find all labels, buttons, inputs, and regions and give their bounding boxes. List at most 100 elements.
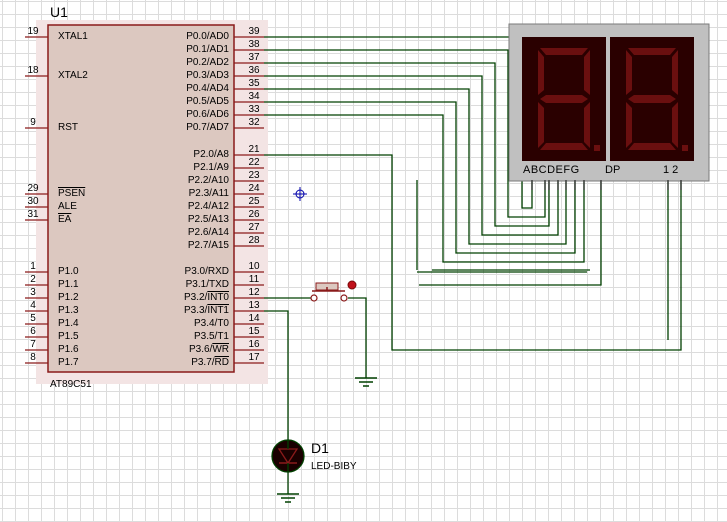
right-pin-name: P3.6/WR [188,344,229,355]
right-pin-number: 17 [248,352,260,363]
seg-e [626,102,632,148]
left-pin-name: PSEN [58,188,86,199]
led-ref-label: D1 [311,440,329,456]
right-pin-name: P2.1/A9 [193,162,229,173]
right-pin-number: 24 [248,183,260,194]
ground-symbol-button [355,377,377,387]
digit-2-segments [626,48,688,151]
right-pin-name: P2.3/A11 [188,188,229,199]
right-pin-number: 27 [248,222,260,233]
seg-b [584,50,590,95]
seg-c [672,102,678,148]
right-pin-name: P2.0/A8 [193,149,229,160]
right-pin-number: 28 [248,235,260,246]
display-pin-stubs [531,180,682,190]
right-pin-stubs [234,36,264,364]
segment-pin-labels: ABCDEFG [523,164,580,176]
right-pin-number: 35 [248,78,260,89]
left-pin-number: 29 [27,183,39,194]
seg-dp [682,145,688,151]
left-pin-number: 4 [30,300,36,311]
left-pin-number: 18 [27,65,39,76]
left-pin-name: P1.1 [58,279,79,290]
left-pin-number: 9 [30,117,36,128]
right-pin-name: P0.3/AD3 [186,70,229,81]
left-pin-number: 7 [30,339,36,350]
led-part-label: LED-BIBY [311,461,357,472]
left-pin-name: P1.6 [58,344,79,355]
right-pin-number: 13 [248,300,260,311]
seg-dp [594,145,600,151]
right-pin-number: 39 [248,26,260,37]
right-pin-name: P0.7/AD7 [186,122,229,133]
left-pin-number: 3 [30,287,36,298]
right-pin-name: P3.2/INT0 [183,292,229,303]
right-pin-name: P3.5/T1 [193,331,229,342]
segment-wires[interactable] [264,36,682,351]
seg-g [540,95,588,103]
right-pin-name: P0.2/AD2 [186,57,229,68]
right-pin-number: 14 [248,313,260,324]
seg-a [628,48,676,55]
left-pin-name: XTAL2 [58,70,88,81]
right-pin-number: 21 [248,144,260,155]
left-pin-name: XTAL1 [58,31,88,42]
right-pin-name: P0.5/AD5 [186,96,229,107]
left-pin-name: P1.5 [58,331,79,342]
right-pin-name: P2.2/A10 [187,175,229,186]
button-wires[interactable] [264,297,367,494]
digit-1-segments [538,48,600,151]
led-d1[interactable] [271,439,305,473]
seg-f [538,50,544,95]
crosshair-cursor-icon [293,187,307,201]
right-pin-number: 10 [248,261,260,272]
left-pin-number: 8 [30,352,36,363]
seg-c [584,102,590,148]
left-pin-name: P1.4 [58,318,79,329]
right-pin-name: P3.0/RXD [184,266,229,277]
seg-d [540,143,588,150]
chip-part-label: AT89C51 [50,379,92,390]
seg-g [628,95,676,103]
right-pin-name: P2.4/A12 [187,201,229,212]
left-pin-name: ALE [58,201,77,212]
right-pin-number: 16 [248,339,260,350]
left-pin-name: P1.0 [58,266,79,277]
right-pin-name: P2.7/A15 [187,240,229,251]
seven-segment-display[interactable] [508,23,710,182]
dp-digit-wires[interactable] [419,180,669,340]
right-pin-number: 38 [248,39,260,50]
right-pin-number: 23 [248,170,260,181]
right-pin-name: P3.4/T0 [193,318,229,329]
left-pin-stubs [25,36,48,364]
right-pin-name: P0.1/AD1 [186,44,229,55]
seg-d [628,143,676,150]
right-pin-name: P3.7/RD [191,357,229,368]
chip-body[interactable] [47,24,235,373]
left-pin-name: P1.3 [58,305,79,316]
right-pin-number: 15 [248,326,260,337]
right-pin-number: 11 [248,274,260,285]
left-pin-number: 31 [27,209,39,220]
push-button[interactable] [310,280,357,302]
left-pin-name: EA [58,214,72,225]
seg-f [626,50,632,95]
right-pin-number: 37 [248,52,260,63]
right-pin-name: P0.4/AD4 [186,83,229,94]
left-pin-number: 6 [30,326,36,337]
dp-pin-label: DP [605,164,621,176]
right-pin-name: P2.6/A14 [187,227,229,238]
right-pin-number: 36 [248,65,260,76]
right-pin-number: 25 [248,196,260,207]
seg-e [538,102,544,148]
right-pin-name: P2.5/A13 [187,214,229,225]
right-pin-number: 26 [248,209,260,220]
ground-symbol-led [277,493,299,503]
chip-ref-label: U1 [50,4,68,20]
left-pin-number: 1 [30,261,36,272]
digit-pin-labels: 12 [663,164,682,176]
right-pin-name: P0.6/AD6 [186,109,229,120]
seg-a [540,48,588,55]
seg-b [672,50,678,95]
left-pin-number: 5 [30,313,36,324]
